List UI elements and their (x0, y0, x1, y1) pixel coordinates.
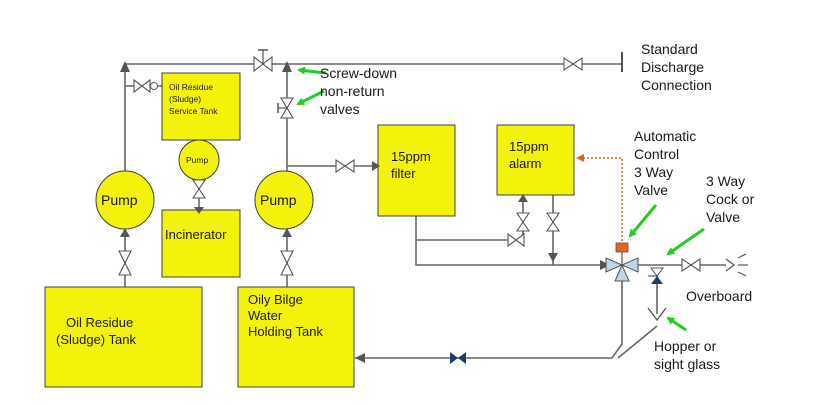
pump-left-label: Pump (101, 192, 138, 208)
non-return-valve-icon (133, 78, 158, 94)
flow-arrow-icon (282, 61, 292, 72)
pump-right (254, 170, 314, 230)
flow-arrow-icon (120, 228, 130, 237)
gate-valve-icon (335, 158, 355, 174)
gate-valve-icon (280, 250, 294, 276)
green-arrow-icon (297, 66, 327, 75)
flow-arrow-icon (600, 260, 610, 270)
incinerator (161, 209, 241, 278)
flow-arrow-icon (372, 161, 380, 171)
incinerator-label: Incinerator (165, 227, 227, 242)
screw-down-valves-label: Screw-down non-return valves (320, 65, 401, 117)
gate-valve-icon (563, 56, 583, 72)
flow-arrow-icon (355, 353, 365, 363)
automatic-control-label: Automatic Control 3 Way Valve (634, 128, 700, 198)
non-return-valve-icon (450, 352, 466, 364)
flow-arrow-icon (282, 228, 292, 237)
overboard-label: Overboard (686, 288, 752, 304)
three-way-cock-icon (648, 267, 664, 284)
hopper-label: Hopper or sight glass (654, 338, 720, 372)
alarm-signal-line (576, 154, 623, 241)
green-arrow-icon (666, 316, 687, 332)
sludge-service-tank (161, 72, 241, 141)
gate-valve-icon (118, 250, 132, 276)
gate-valve-icon (545, 212, 561, 232)
green-arrow-icon (666, 227, 705, 256)
green-arrow-icon (628, 204, 658, 238)
oily-bilge-tank-label: Oily Bilge Water Holding Tank (248, 292, 323, 339)
15ppm-filter (377, 124, 456, 217)
flow-arrow-icon (518, 194, 528, 202)
gate-valve-icon (681, 257, 701, 273)
pump-right-label: Pump (260, 192, 297, 208)
automatic-3way-valve-icon (605, 242, 639, 282)
15ppm-alarm (496, 124, 575, 196)
screw-down-valve-icon (277, 97, 294, 119)
oily-bilge-holding-tank (237, 286, 355, 388)
standard-discharge-label: Standard Discharge Connection (641, 41, 712, 93)
flow-arrow-icon (120, 61, 130, 72)
hopper-icon (647, 307, 667, 322)
valves (118, 49, 748, 364)
green-arrow-icon (296, 89, 325, 106)
overboard-discharge-icon (725, 253, 748, 277)
oil-residue-tank (44, 286, 203, 388)
alarm-label: 15ppm alarm (509, 139, 552, 171)
flow-arrow-icon (194, 207, 204, 214)
gate-valve-icon (515, 212, 531, 232)
gate-valve-icon (191, 179, 207, 199)
gate-valve-icon (507, 232, 525, 248)
filter-label: 15ppm filter (391, 149, 434, 181)
screw-down-valve-icon (253, 49, 273, 73)
three-way-cock-label: 3 Way Cock or Valve (706, 173, 758, 225)
pump-small-label: Pump (186, 155, 208, 165)
service-tank-label: Oil Residue (Sludge) Service Tank (169, 82, 218, 116)
oil-residue-tank-label: Oil Residue (Sludge) Tank (56, 315, 137, 347)
flow-arrow-icon (548, 253, 558, 262)
